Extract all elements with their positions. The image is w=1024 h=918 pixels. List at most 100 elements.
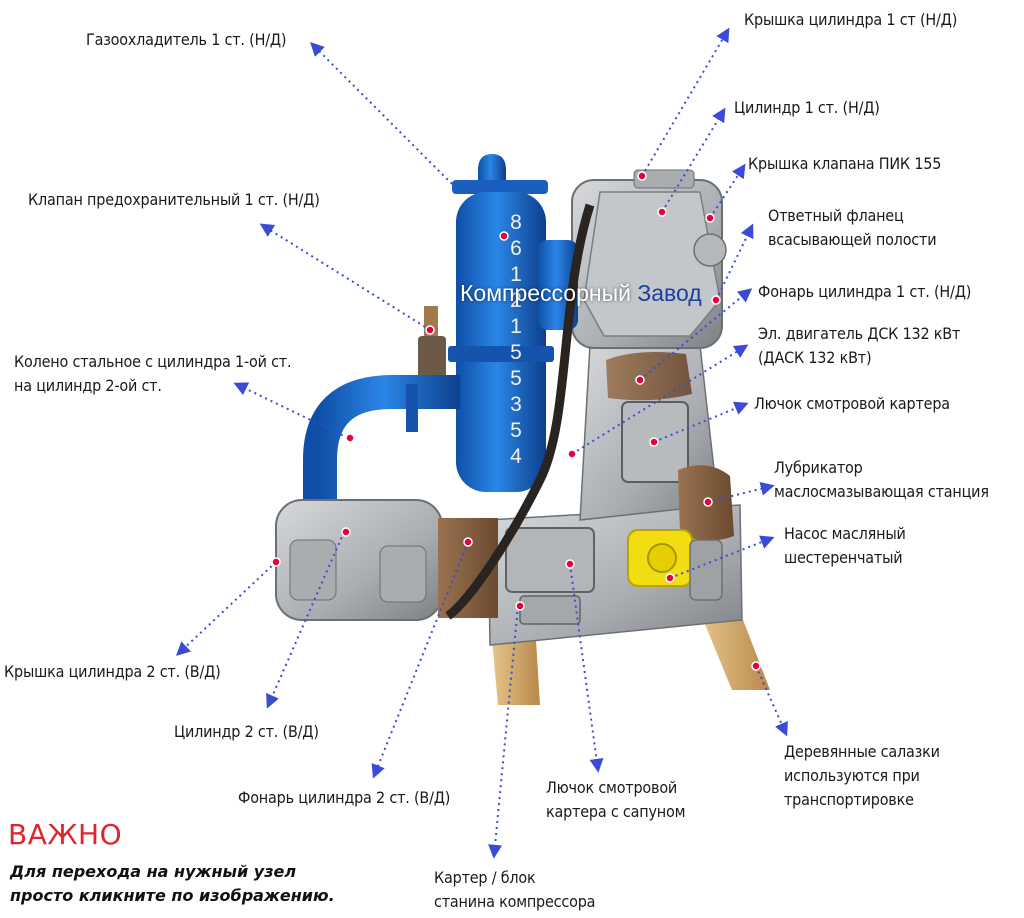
label-gas-cooler[interactable]: Газоохладитель 1 ст. (Н/Д): [86, 28, 287, 52]
steel-elbow[interactable]: [303, 375, 460, 510]
label-lantern-2[interactable]: Фонарь цилиндра 2 ст. (В/Д): [238, 786, 450, 810]
label-line: Фонарь цилиндра 2 ст. (В/Д): [238, 788, 451, 807]
label-line: Газоохладитель 1 ст. (Н/Д): [86, 30, 287, 49]
label-line: Насос масляный: [784, 524, 906, 543]
leader-elbow: [233, 382, 349, 439]
marker-lantern1: [635, 375, 645, 385]
serial-digit: 5: [510, 341, 522, 364]
serial-digit: 3: [510, 393, 522, 416]
serial-digit: 1: [510, 315, 522, 338]
label-oil-pump[interactable]: Насос масляный шестеренчатый: [784, 522, 906, 570]
label-crankcase[interactable]: Картер / блок станина компрессора: [434, 866, 595, 914]
label-cylinder-1-cover[interactable]: Крышка цилиндра 1 ст (Н/Д): [744, 8, 957, 32]
important-text: Для перехода на нужный узел просто кликн…: [10, 860, 335, 908]
marker-crankcase: [515, 601, 525, 611]
marker-lantern2: [463, 537, 473, 547]
label-cylinder-2-cover[interactable]: Крышка цилиндра 2 ст. (В/Д): [4, 660, 221, 684]
label-lubricator[interactable]: Лубрикатор маслосмазывающая станция: [774, 456, 989, 504]
leader-hatch-breather: [569, 563, 604, 773]
marker-lubricator: [703, 497, 713, 507]
important-line: Для перехода на нужный узел: [10, 862, 297, 881]
label-lantern-1[interactable]: Фонарь цилиндра 1 ст. (Н/Д): [758, 280, 971, 304]
leader-lubricator: [707, 481, 775, 503]
label-motor[interactable]: Эл. двигатель ДСК 132 кВт (ДАСК 132 кВт): [758, 322, 960, 370]
label-line: используются при: [784, 766, 920, 785]
serial-digit: 2: [510, 289, 522, 312]
label-line: Крышка клапана ПИК 155: [748, 154, 942, 173]
serial-digit: 8: [510, 211, 522, 234]
serial-digit: 5: [510, 367, 522, 390]
label-cylinder-2[interactable]: Цилиндр 2 ст. (В/Д): [174, 720, 319, 744]
label-hatch-breather[interactable]: Лючок смотровой картера с сапуном: [546, 776, 685, 824]
marker-oil-pump: [665, 573, 675, 583]
leader-skids: [755, 665, 788, 737]
serial-number: 8 6 1 2 1 5 5 3 5 4: [506, 210, 526, 470]
watermark-part1: Компрессорный: [460, 280, 631, 306]
serial-digit: 1: [510, 263, 522, 286]
label-line: станина компрессора: [434, 892, 596, 911]
marker-skids: [751, 661, 761, 671]
important-line: просто кликните по изображению.: [10, 886, 335, 905]
leader-cyl1-cover: [641, 27, 730, 177]
leader-cyl2-cover: [175, 561, 277, 656]
label-wooden-skids[interactable]: Деревянные салазки используются при тран…: [784, 740, 940, 812]
label-cylinder-1[interactable]: Цилиндр 1 ст. (Н/Д): [734, 96, 880, 120]
label-line: транспортировке: [784, 790, 914, 809]
marker-flange: [711, 295, 721, 305]
label-valve-cover[interactable]: Крышка клапана ПИК 155: [748, 152, 941, 176]
gas-cooler[interactable]: [448, 154, 578, 492]
marker-cyl1: [657, 207, 667, 217]
label-line: Ответный фланец: [768, 206, 904, 225]
label-line: (ДАСК 132 кВт): [758, 348, 872, 367]
marker-hatch: [649, 437, 659, 447]
label-line: Деревянные салазки: [784, 742, 940, 761]
marker-safety-valve: [425, 325, 435, 335]
leader-motor: [571, 344, 749, 455]
label-mating-flange[interactable]: Ответный фланец всасывающей полости: [768, 204, 937, 252]
serial-digit: 6: [510, 237, 522, 260]
marker-cyl1-cover: [637, 171, 647, 181]
cylinder-1-stage[interactable]: [571, 169, 727, 349]
label-line: Лючок смотровой картера: [754, 394, 950, 413]
label-safety-valve[interactable]: Клапан предохранительный 1 ст. (Н/Д): [28, 188, 320, 212]
leader-flange: [715, 223, 754, 301]
marker-elbow: [345, 433, 355, 443]
oil-pump[interactable]: [627, 529, 723, 601]
label-line: Лубрикатор: [774, 458, 863, 477]
marker-gas-cooler: [499, 231, 509, 241]
hotspot-markers[interactable]: [271, 171, 761, 671]
label-steel-elbow[interactable]: Колено стальное с цилиндра 1-ой ст. на ц…: [14, 350, 292, 398]
leader-valve-cover: [709, 163, 746, 219]
label-line: Эл. двигатель ДСК 132 кВт: [758, 324, 961, 343]
leader-hatch: [653, 401, 749, 443]
leader-oil-pump: [669, 535, 775, 579]
leader-lines: [175, 27, 788, 859]
marker-cyl2-cover: [271, 557, 281, 567]
label-line: всасывающей полости: [768, 230, 937, 249]
leader-cyl2: [266, 531, 345, 709]
label-line: шестеренчатый: [784, 548, 903, 567]
label-line: Цилиндр 2 ст. (В/Д): [174, 722, 319, 741]
marker-motor: [567, 449, 577, 459]
marker-hatch-breather: [565, 559, 575, 569]
important-title: ВАЖНО: [8, 818, 123, 851]
marker-cyl2: [341, 527, 351, 537]
wooden-skids[interactable]: [492, 612, 770, 705]
label-line: Лючок смотровой: [546, 778, 678, 797]
watermark-part2: Завод: [637, 280, 702, 306]
watermark: Компрессорный Завод: [460, 280, 702, 307]
marker-valve-cover: [705, 213, 715, 223]
leader-lantern2: [371, 541, 469, 779]
serial-digit: 5: [510, 419, 522, 442]
label-line: маслосмазывающая станция: [774, 482, 989, 501]
compressor-image[interactable]: [275, 154, 770, 705]
leader-cyl1: [661, 107, 726, 213]
label-line: Фонарь цилиндра 1 ст. (Н/Д): [758, 282, 972, 301]
cylinder-2-stage[interactable]: [275, 499, 498, 621]
oil-hose[interactable]: [445, 203, 595, 620]
label-inspection-hatch[interactable]: Лючок смотровой картера: [754, 392, 950, 416]
label-line: Крышка цилиндра 2 ст. (В/Д): [4, 662, 221, 681]
label-line: Крышка цилиндра 1 ст (Н/Д): [744, 10, 958, 29]
label-line: картера с сапуном: [546, 802, 686, 821]
